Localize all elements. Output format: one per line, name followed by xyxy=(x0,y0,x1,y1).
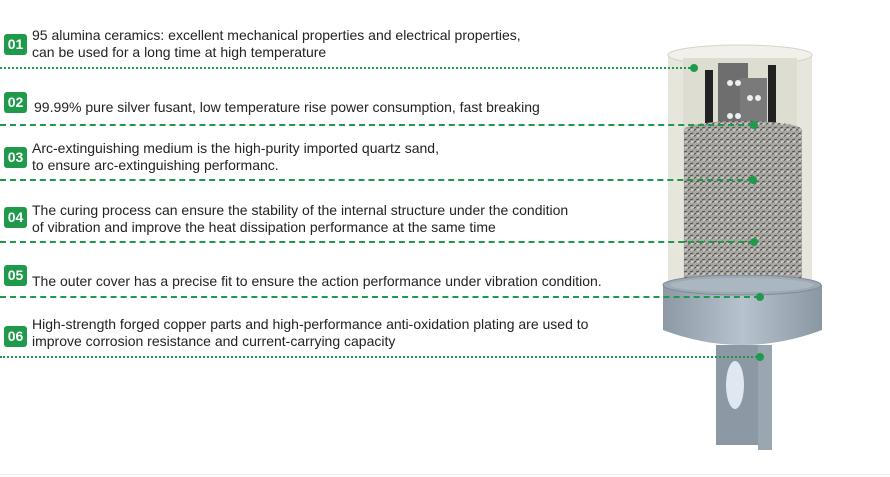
quartz-sand xyxy=(684,121,802,298)
feature-text-line: improve corrosion resistance and current… xyxy=(32,333,396,349)
leader-line-04 xyxy=(0,241,754,243)
feature-badge-04: 04 xyxy=(4,207,27,228)
feature-text-line: The curing process can ensure the stabil… xyxy=(32,202,569,218)
feature-text-02: 99.99% pure silver fusant, low temperatu… xyxy=(34,99,540,116)
feature-text-line: can be used for a long time at high temp… xyxy=(32,44,327,60)
callout-dot-04 xyxy=(750,238,758,246)
leader-line-02 xyxy=(0,124,754,126)
leader-line-06 xyxy=(0,356,760,358)
feature-text-01: 95 alumina ceramics: excellent mechanica… xyxy=(32,27,521,61)
feature-badge-06: 06 xyxy=(4,326,27,347)
feature-text-05: The outer cover has a precise fit to ens… xyxy=(32,273,602,290)
leader-line-05 xyxy=(0,296,760,298)
feature-text-06: High-strength forged copper parts and hi… xyxy=(32,316,588,350)
callout-dot-01 xyxy=(690,64,698,72)
feature-text-line: 99.99% pure silver fusant, low temperatu… xyxy=(34,99,540,115)
callout-dot-03 xyxy=(749,176,757,184)
callout-dot-02 xyxy=(750,121,758,129)
feature-text-line: Arc-extinguishing medium is the high-pur… xyxy=(32,140,439,156)
feature-badge-01: 01 xyxy=(4,34,27,55)
outer-cover xyxy=(662,274,822,345)
feature-text-line: The outer cover has a precise fit to ens… xyxy=(32,273,602,289)
feature-text-line: 95 alumina ceramics: excellent mechanica… xyxy=(32,27,521,43)
feature-text-04: The curing process can ensure the stabil… xyxy=(32,202,568,236)
feature-text-03: Arc-extinguishing medium is the high-pur… xyxy=(32,140,439,174)
feature-badge-03: 03 xyxy=(4,147,27,168)
feature-text-line: of vibration and improve the heat dissip… xyxy=(32,219,496,235)
bottom-divider xyxy=(0,474,890,475)
copper-terminal xyxy=(716,345,772,450)
callout-dot-06 xyxy=(756,353,764,361)
feature-badge-05: 05 xyxy=(4,265,27,286)
leader-line-03 xyxy=(0,179,753,181)
feature-badge-02: 02 xyxy=(4,92,27,113)
feature-text-line: High-strength forged copper parts and hi… xyxy=(32,316,589,332)
leader-line-01 xyxy=(0,67,694,69)
feature-text-line: to ensure arc-extinguishing performanc. xyxy=(32,157,279,173)
callout-dot-05 xyxy=(756,293,764,301)
